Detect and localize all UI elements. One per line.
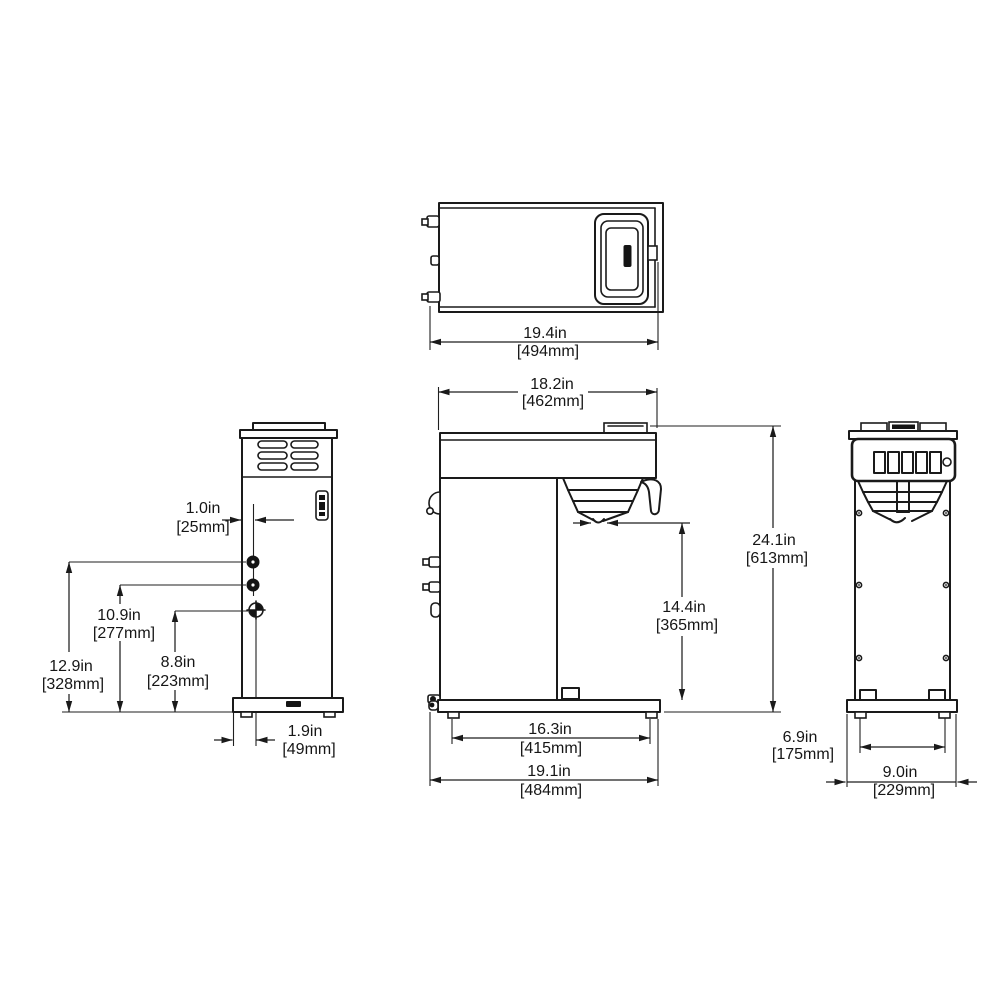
funnel-handle-side — [640, 478, 662, 516]
front-lid-step-left — [860, 422, 888, 432]
vent-louvers — [257, 440, 319, 471]
side-view-rear-fittings — [422, 491, 441, 704]
side-foot-rear — [447, 711, 460, 719]
dim-rear-fitting-offset: 1.0in [25mm] — [176, 500, 294, 536]
base-fitting-offset-inches: 1.9in — [288, 723, 323, 740]
top-width-metric: [494mm] — [517, 343, 579, 360]
dim-overall-depth: 19.1in [484mm] — [429, 712, 659, 799]
middle-fitting-height-metric: [277mm] — [93, 625, 155, 642]
foot-spacing-depth-metric: [415mm] — [520, 740, 582, 757]
back-lid — [239, 429, 338, 439]
funnel-top — [594, 213, 658, 305]
water-inlet-symbol — [246, 600, 266, 620]
head-depth-metric: [462mm] — [522, 393, 584, 410]
back-view: 1.0in [25mm] 12.9in [328mm] 10.9in [277m… — [42, 422, 344, 758]
foot-spacing-width-metric: [175mm] — [772, 746, 834, 763]
dim-overall-width: 9.0in [229mm] — [826, 714, 977, 799]
base-fitting-offset-metric: [49mm] — [282, 741, 335, 758]
back-body — [241, 437, 333, 699]
rating-label-icon — [315, 490, 329, 521]
dim-base-fitting-offset: 1.9in [49mm] — [214, 713, 336, 758]
top-view-rear-fittings — [421, 215, 441, 303]
upper-fitting-height-inches: 12.9in — [49, 658, 93, 675]
dim-top-width: 19.4in [494mm] — [429, 262, 659, 360]
rear-fittings — [246, 555, 266, 620]
overall-width-metric: [229mm] — [873, 782, 935, 799]
top-view: 19.4in [494mm] — [421, 202, 664, 360]
funnel-clearance-metric: [365mm] — [656, 617, 718, 634]
front-view: 6.9in [175mm] 9.0in [229mm] — [772, 421, 977, 799]
rear-fitting-offset-inches: 1.0in — [186, 500, 221, 517]
front-lid-step-right — [919, 422, 947, 432]
front-foot-right — [938, 711, 951, 719]
dim-lower-fitting-height: 8.8in [223mm] — [147, 611, 209, 712]
bunn-logo-lid-icon — [892, 424, 915, 429]
foot-spacing-depth-inches: 16.3in — [528, 721, 572, 738]
front-foot-left — [854, 711, 867, 719]
funnel-clearance-inches: 14.4in — [662, 599, 706, 616]
side-foot-front — [645, 711, 658, 719]
warmer-switches — [873, 451, 952, 474]
middle-fitting-height-inches: 10.9in — [97, 607, 141, 624]
rear-fitting-offset-metric: [25mm] — [176, 519, 229, 536]
dim-foot-spacing-depth: 16.3in [415mm] — [451, 719, 651, 757]
funnel-handle-tab — [647, 245, 658, 261]
side-base — [437, 699, 661, 713]
front-base — [846, 699, 958, 713]
top-width-inches: 19.4in — [523, 325, 567, 342]
back-foot-left — [240, 711, 253, 718]
side-view: 18.2in [462mm] 24.1in [613mm] 14.4in [36… — [422, 376, 808, 799]
head-depth-inches: 18.2in — [530, 376, 574, 393]
lower-fitting-height-inches: 8.8in — [161, 654, 196, 671]
foot-spacing-width-inches: 6.9in — [783, 729, 818, 746]
dim-funnel-clearance: 14.4in [365mm] — [573, 519, 718, 700]
funnel-front — [857, 480, 948, 524]
dim-overall-height: 24.1in [613mm] — [650, 425, 808, 713]
dim-upper-fitting-height: 12.9in [328mm] — [42, 562, 104, 712]
dim-middle-fitting-height: 10.9in [277mm] — [93, 585, 155, 712]
dim-foot-spacing-width: 6.9in [175mm] — [772, 729, 945, 763]
upper-fitting-height-metric: [328mm] — [42, 676, 104, 693]
overall-height-metric: [613mm] — [746, 550, 808, 567]
overall-width-inches: 9.0in — [883, 764, 918, 781]
bunn-logo-funnel-icon — [623, 245, 632, 267]
body-screws — [855, 509, 950, 662]
overall-depth-inches: 19.1in — [527, 763, 571, 780]
back-foot-right — [323, 711, 336, 718]
funnel-side — [562, 477, 662, 524]
front-notch-left — [859, 689, 877, 701]
bunn-logo-base-icon — [286, 701, 301, 707]
lid-bump — [603, 422, 648, 434]
lower-fitting-height-metric: [223mm] — [147, 673, 209, 690]
front-notch-right — [928, 689, 946, 701]
overall-height-inches: 24.1in — [752, 532, 796, 549]
cord-notch — [561, 687, 580, 700]
overall-depth-metric: [484mm] — [520, 782, 582, 799]
indicator-light — [942, 457, 952, 467]
dim-head-depth: 18.2in [462mm] — [437, 376, 658, 430]
